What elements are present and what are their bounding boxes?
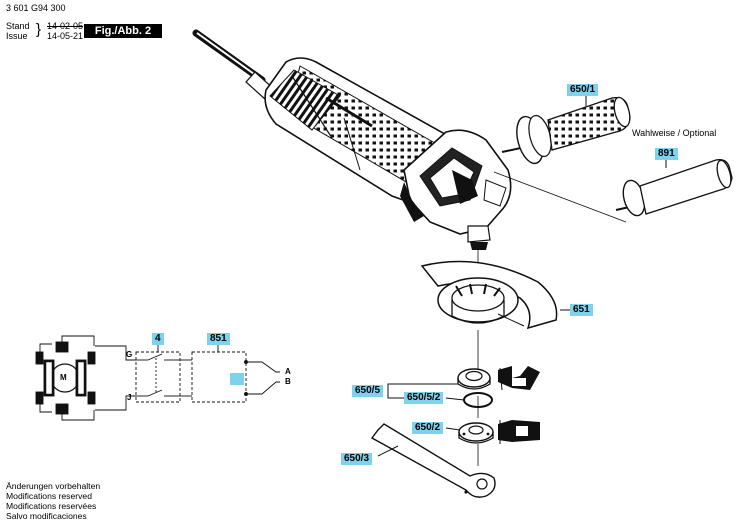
gear-head bbox=[400, 129, 512, 250]
issue-date: 14-05-21 bbox=[47, 31, 84, 41]
mounting-flange-650-5 bbox=[457, 368, 491, 390]
auxiliary-handle-891 bbox=[615, 159, 733, 217]
wheel-guard-651 bbox=[420, 260, 558, 330]
footer-line-en: Modifications reserved bbox=[6, 491, 92, 501]
modifications-note: Änderungen vorbehalten Modifications res… bbox=[6, 481, 100, 521]
terminal-b-label: B bbox=[285, 377, 291, 386]
callout-4: 4 bbox=[152, 333, 164, 345]
figure-label: Fig./Abb. 2 bbox=[84, 24, 162, 38]
callout-650-1: 650/1 bbox=[567, 84, 599, 96]
auxiliary-handle-650-1 bbox=[501, 96, 631, 165]
wiring-diagram bbox=[35, 335, 280, 421]
motor-label: M bbox=[60, 373, 67, 382]
callout-650-3: 650/3 bbox=[341, 453, 373, 465]
two-pin-spanner-650-3 bbox=[370, 423, 496, 498]
callout-650-2: 650/2 bbox=[412, 422, 444, 434]
stand-label: Stand bbox=[6, 21, 30, 31]
callout-650-5-2: 650/5/2 bbox=[404, 392, 444, 404]
optional-note: Wahlweise / Optional bbox=[632, 128, 717, 138]
clamping-nut-650-2 bbox=[458, 422, 494, 444]
terminal-g-label: G bbox=[126, 350, 133, 359]
header-brace: } bbox=[36, 21, 42, 38]
callout-650-5: 650/5 bbox=[352, 385, 384, 397]
footer-line-de: Änderungen vorbehalten bbox=[6, 481, 101, 491]
power-cord bbox=[192, 29, 276, 101]
footer-line-fr: Modifications reservées bbox=[6, 501, 97, 511]
nut-orientation-icon bbox=[498, 420, 540, 444]
callout-851: 851 bbox=[207, 333, 230, 345]
document-number: 3 601 G94 300 bbox=[6, 3, 66, 13]
callout-891: 891 bbox=[655, 148, 678, 160]
terminal-a-label: A bbox=[285, 367, 291, 376]
callout-leaders bbox=[377, 96, 667, 457]
issue-label: Issue bbox=[6, 31, 28, 41]
flange-orientation-icon bbox=[498, 366, 540, 391]
callout-651: 651 bbox=[570, 304, 593, 316]
footer-line-es: Salvo modificaciones bbox=[6, 511, 87, 521]
stand-date: 14-02-05 bbox=[47, 21, 84, 31]
terminal-j-label: J bbox=[127, 393, 132, 402]
